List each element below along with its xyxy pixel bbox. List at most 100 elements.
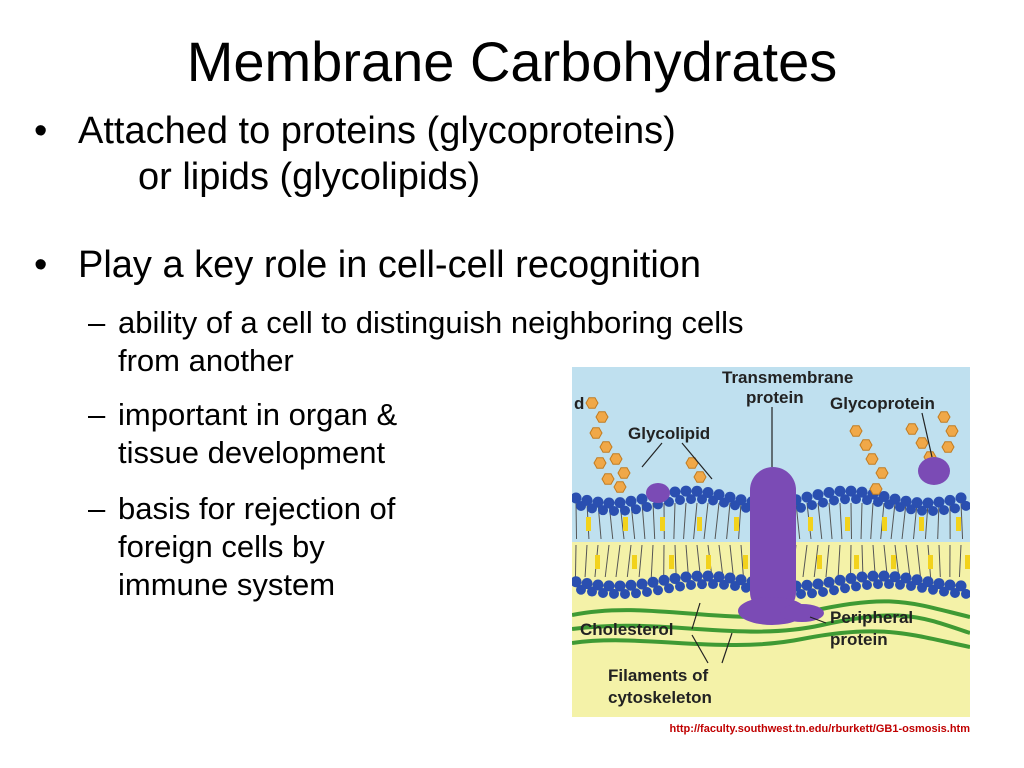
lipid-head	[950, 588, 960, 599]
cholesterol-molecule	[632, 555, 637, 569]
bullet-1-continuation: or lipids (glycolipids)	[138, 154, 480, 200]
lipid-head	[961, 588, 970, 599]
sub-bullet-3-line1: basis for rejection of	[118, 491, 396, 526]
cholesterol-molecule	[882, 517, 887, 531]
lipid-head	[801, 491, 813, 503]
sub-bullet-3-line3: immune system	[118, 567, 336, 602]
lipid-head	[922, 497, 934, 509]
lipid-head	[823, 576, 835, 588]
lipid-head	[614, 497, 626, 509]
lipid-head	[708, 579, 718, 590]
lipid-head	[933, 578, 945, 590]
sugar-unit	[905, 423, 919, 435]
lipid-head	[807, 500, 817, 511]
cholesterol-molecules	[586, 517, 970, 569]
sub-bullet-marker: –	[88, 491, 106, 526]
sugar-unit	[875, 467, 889, 479]
cholesterol-molecule	[586, 517, 591, 531]
lipid-tail	[825, 544, 830, 578]
membrane-diagram: Transmembrane protein Glycoprotein Glyco…	[572, 367, 970, 717]
lipid-head	[823, 486, 835, 498]
lipid-head	[691, 570, 703, 582]
sugar-unit	[599, 441, 613, 453]
lipid-head	[636, 578, 648, 590]
sub-bullet-marker: –	[88, 305, 106, 340]
label-cholesterol: Cholesterol	[580, 620, 674, 639]
lipid-head	[592, 496, 604, 508]
lipid-head	[620, 505, 630, 516]
cholesterol-molecule	[660, 517, 665, 531]
lipid-tail	[615, 544, 621, 578]
lipid-head	[603, 497, 615, 509]
lipid-tail	[584, 544, 588, 578]
sugar-unit	[589, 427, 603, 439]
lipid-head	[862, 579, 872, 590]
lipid-tail	[718, 544, 724, 578]
lipid-head	[724, 491, 736, 503]
cholesterol-molecule	[669, 555, 674, 569]
glycolipid-head	[646, 483, 670, 503]
sub-bullet-marker: –	[88, 397, 106, 432]
sugar-unit	[937, 411, 951, 423]
lipid-head	[724, 572, 736, 584]
lipid-head	[812, 578, 824, 590]
lipid-head	[620, 588, 630, 599]
lipid-head	[669, 572, 681, 584]
lipid-head	[796, 588, 806, 599]
lipid-tail	[860, 502, 863, 540]
lipid-head	[889, 571, 901, 583]
lipid-head	[598, 505, 608, 516]
lipid-tail	[729, 544, 734, 578]
lipid-head	[851, 581, 861, 592]
lipid-head	[598, 588, 608, 599]
cholesterol-molecule	[919, 517, 924, 531]
lipid-head	[735, 494, 747, 506]
lipid-head	[572, 492, 582, 504]
lipid-head	[686, 579, 696, 590]
sub-bullet-1-line2: from another	[118, 343, 294, 378]
lipid-tail	[894, 544, 900, 578]
cholesterol-molecule	[845, 517, 850, 531]
lipid-head	[702, 487, 714, 499]
lipid-head	[801, 579, 813, 591]
sugar-unit	[945, 425, 959, 437]
cholesterol-molecule	[706, 555, 711, 569]
lipid-head	[636, 493, 648, 505]
lipid-head	[845, 485, 857, 497]
sub-bullet-3-line2: foreign cells by	[118, 529, 325, 564]
lipid-head	[592, 579, 604, 591]
sugar-unit	[585, 397, 599, 409]
lipid-tail	[626, 544, 632, 578]
lipid-head	[950, 503, 960, 514]
lipid-head	[944, 579, 956, 591]
label-partial: d	[574, 394, 584, 413]
label-transmembrane: Transmembrane	[722, 368, 853, 387]
label-pointer-lines	[641, 407, 933, 664]
lipid-tail	[813, 544, 819, 578]
label-glycoprotein: Glycoprotein	[830, 394, 935, 413]
lipid-head	[691, 485, 703, 497]
lipid-head	[625, 495, 637, 507]
lipid-head	[675, 581, 685, 592]
lipid-head	[829, 495, 839, 506]
lipid-head	[581, 578, 593, 590]
source-link[interactable]: http://faculty.southwest.tn.edu/rburkett…	[669, 723, 970, 735]
lipid-tail	[890, 502, 896, 540]
lipid-tail	[650, 544, 654, 578]
label-transmembrane-protein: protein	[746, 388, 804, 407]
lipid-head	[856, 486, 868, 498]
lipid-head	[603, 580, 615, 592]
lipid-tail	[685, 544, 689, 578]
lipid-head	[702, 570, 714, 582]
lipid-head	[933, 496, 945, 508]
lipid-tail	[938, 544, 941, 578]
sugar-unit	[617, 467, 631, 479]
lipid-head	[669, 486, 681, 498]
lipid-tail	[839, 502, 843, 540]
lipid-head	[856, 571, 868, 583]
lipid-head	[900, 495, 912, 507]
lipid-head	[642, 502, 652, 513]
lipid-head	[840, 583, 850, 594]
glycoprotein-shape	[918, 457, 950, 485]
sub-bullet-2-line1: important in organ &	[118, 397, 398, 432]
